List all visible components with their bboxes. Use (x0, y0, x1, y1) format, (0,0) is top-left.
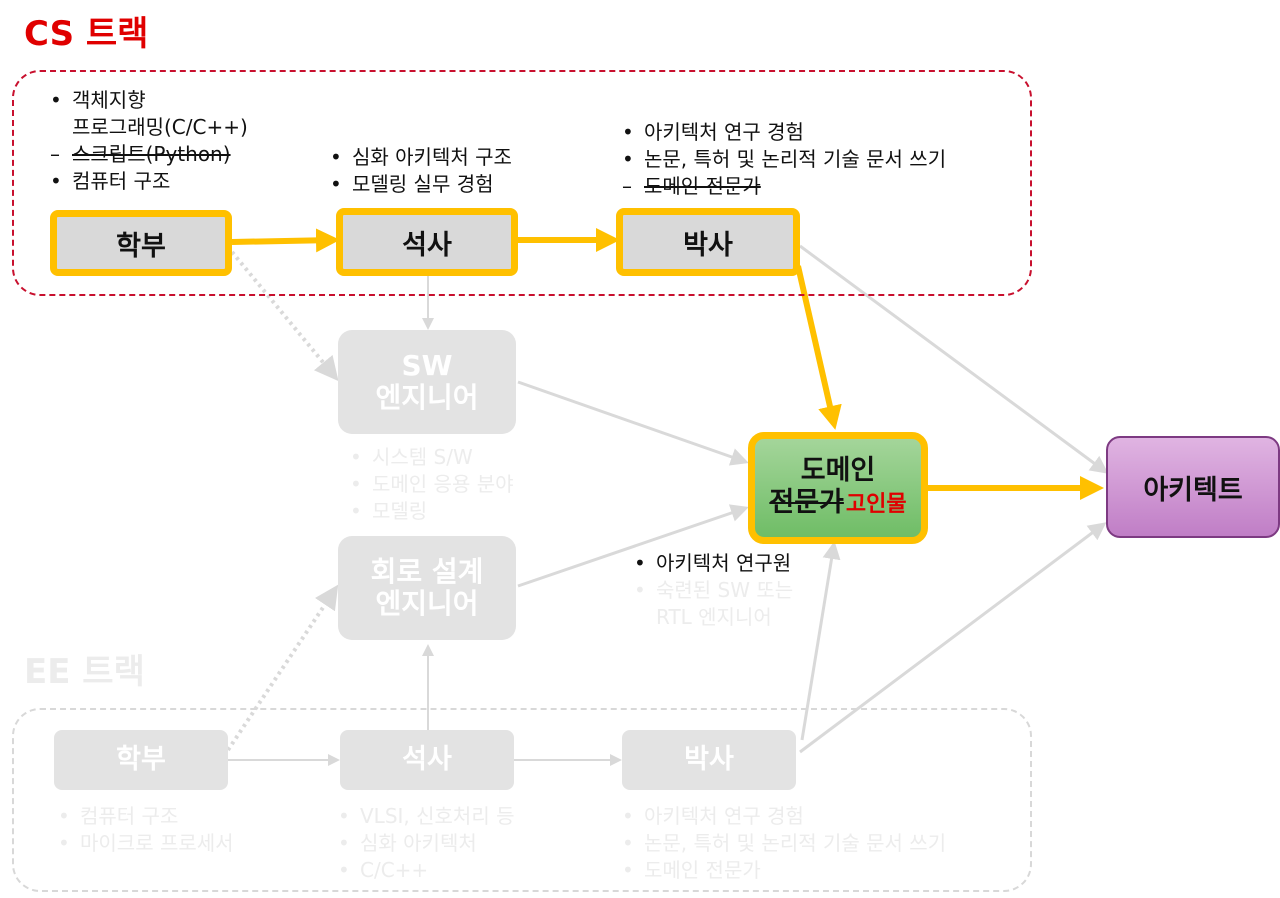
bullet-item: 도메인 전문가 (620, 857, 946, 884)
circuit-engineer-line2: 엔지니어 (375, 587, 479, 620)
arrow-ee-phd-to-architect (799, 522, 1107, 754)
domain-expert-node[interactable]: 도메인 전문가고인물 (748, 432, 928, 544)
domain-expert-struck-text: 전문가 (769, 487, 844, 518)
bullet-item: 논문, 특허 및 논리적 기술 문서 쓰기 (620, 146, 946, 173)
bullet-item: 논문, 특허 및 논리적 기술 문서 쓰기 (620, 830, 946, 857)
ee-phd-label: 박사 (684, 744, 734, 775)
ee-master-label: 석사 (402, 744, 452, 775)
ee-master-bullets: VLSI, 신호처리 등심화 아키텍처C/C++ (336, 803, 515, 884)
bullet-item: 아키텍처 연구원 (632, 550, 793, 577)
sw-engineer-bullets: 시스템 S/W도메인 응용 분야모델링 (348, 444, 514, 525)
cs-phd-node[interactable]: 박사 (616, 208, 800, 276)
arrow-ee-phd-to-domain (800, 541, 841, 741)
bullet-item: VLSI, 신호처리 등 (336, 803, 515, 830)
bullet-item: 마이크로 프로세서 (56, 830, 234, 857)
domain-expert-line2: 전문가고인물 (769, 487, 906, 521)
arrow-phd-to-domain (795, 265, 842, 430)
domain-expert-replacement: 고인물 (845, 492, 907, 517)
bullet-item: 심화 아키텍처 (336, 830, 515, 857)
cs-track-frame (12, 70, 1032, 296)
ee-phd-bullets: 아키텍처 연구 경험논문, 특허 및 논리적 기술 문서 쓰기도메인 전문가 (620, 803, 946, 884)
ee-master-node[interactable]: 석사 (340, 730, 514, 790)
ee-bachelor-node[interactable]: 학부 (54, 730, 228, 790)
bullet-item: 모델링 (348, 498, 514, 525)
bullet-item: 아키텍처 연구 경험 (620, 803, 946, 830)
cs-master-label: 석사 (402, 229, 452, 261)
bullet-item: 컴퓨터 구조 (56, 803, 234, 830)
bullet-item: 스크립트(Python) (48, 141, 248, 168)
ee-track-title: EE 트랙 (24, 652, 145, 692)
domain-expert-line1: 도메인 (800, 455, 876, 486)
cs-master-bullets: 심화 아키텍처 구조모델링 실무 경험 (328, 144, 512, 198)
circuit-engineer-node[interactable]: 회로 설계 엔지니어 (338, 536, 516, 640)
bullet-item: 심화 아키텍처 구조 (328, 144, 512, 171)
arrow-circuit-to-domain (517, 504, 749, 588)
circuit-engineer-line1: 회로 설계 (370, 555, 484, 588)
bullet-item: 시스템 S/W (348, 444, 514, 471)
cs-track-title: CS 트랙 (24, 14, 149, 54)
arrow-bachelor-to-master (231, 228, 340, 253)
bullet-item: 아키텍처 연구 경험 (620, 119, 946, 146)
bullet-item: 도메인 응용 분야 (348, 471, 514, 498)
arrow-ee-bachelor-to-circuit (226, 584, 339, 752)
ee-track-frame (12, 708, 1032, 892)
bullet-item: 도메인 전문가 (620, 173, 946, 200)
cs-phd-label: 박사 (683, 229, 733, 261)
sw-engineer-node[interactable]: SW 엔지니어 (338, 330, 516, 434)
cs-master-node[interactable]: 석사 (336, 208, 518, 276)
ee-phd-node[interactable]: 박사 (622, 730, 796, 790)
bullet-item: 컴퓨터 구조 (48, 168, 248, 195)
ee-bachelor-label: 학부 (116, 744, 166, 775)
architect-label: 아키텍트 (1143, 474, 1243, 506)
cs-phd-bullets: 아키텍처 연구 경험논문, 특허 및 논리적 기술 문서 쓰기도메인 전문가 (620, 119, 946, 200)
bullet-item: C/C++ (336, 857, 515, 884)
sw-engineer-line1: SW (401, 349, 453, 382)
architect-node[interactable]: 아키텍트 (1106, 436, 1280, 538)
bullet-item: 모델링 실무 경험 (328, 171, 512, 198)
cs-bachelor-label: 학부 (116, 230, 166, 262)
arrow-cs-phd-to-architect (799, 244, 1109, 474)
ee-bachelor-bullets: 컴퓨터 구조마이크로 프로세서 (56, 803, 234, 857)
cs-bachelor-node[interactable]: 학부 (50, 210, 232, 276)
sw-engineer-line2: 엔지니어 (375, 381, 479, 414)
arrow-sw-to-domain (517, 380, 749, 466)
